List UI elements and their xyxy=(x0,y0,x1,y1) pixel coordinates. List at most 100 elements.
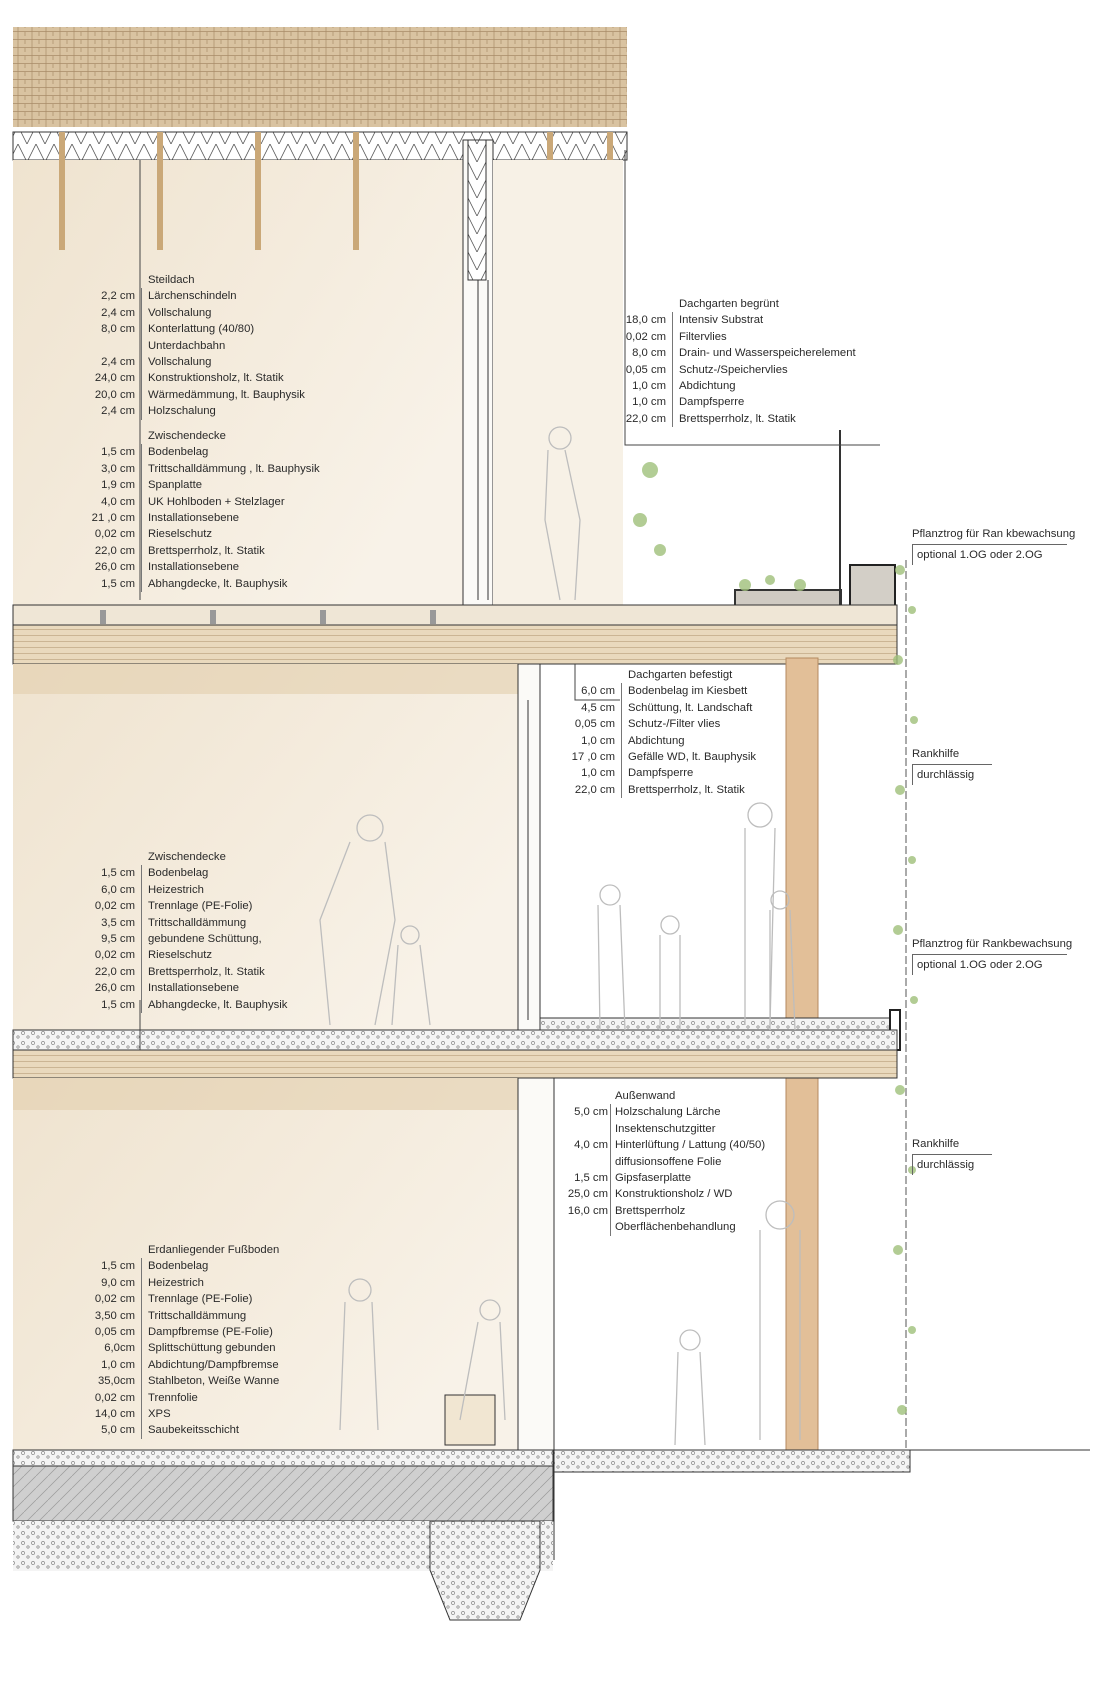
layer-material: Installationsebene xyxy=(141,980,239,997)
layer-thickness: 5,0 cm xyxy=(101,1424,135,1437)
layer-material: Brettsperrholz xyxy=(610,1202,685,1220)
layer-material: Installationsebene xyxy=(141,510,239,527)
layer-material: Schutz-/Filter vlies xyxy=(621,716,720,733)
layer-thickness: 6,0 cm xyxy=(581,685,615,698)
layer-thickness: 9,0 cm xyxy=(101,1276,135,1289)
note-subtitle: durchlässig xyxy=(912,764,992,785)
balcony-floor xyxy=(539,1017,898,1031)
layer-thickness: 22,0 cm xyxy=(94,544,135,557)
layer-thickness: 22,0 cm xyxy=(94,965,135,978)
layer-row: 6,0 cm Bodenbelag im Kiesbett xyxy=(553,683,756,700)
layer-material: Gipsfaserplatte xyxy=(610,1170,691,1187)
layer-material: Trittschalldämmung xyxy=(141,1307,246,1325)
roof-truss-layer xyxy=(12,131,628,161)
layer-row: 0,05 cm Schutz-/Filter vlies xyxy=(553,716,756,733)
people-figures xyxy=(319,426,801,1446)
layer-thickness: 6,0 cm xyxy=(101,883,135,896)
layer-thickness: 21 ,0 cm xyxy=(91,512,135,525)
layer-thickness: 26,0 cm xyxy=(94,561,135,574)
layer-thickness: 4,0 cm xyxy=(101,495,135,508)
layer-material: Bodenbelag xyxy=(141,1258,208,1275)
layer-material: Abdichtung xyxy=(621,732,685,750)
layer-material: Intensiv Substrat xyxy=(672,312,763,329)
layer-thickness: 20,0 cm xyxy=(94,388,135,401)
layer-material: Bodenbelag im Kiesbett xyxy=(621,683,747,700)
layer-row: 1,0 cm Abdichtung xyxy=(604,378,856,395)
layer-thickness: 1,0 cm xyxy=(632,380,666,393)
layer-material: Konterlattung (40/80) xyxy=(141,321,254,338)
layer-thickness: 14,0 cm xyxy=(94,1408,135,1421)
terrace-gravel xyxy=(553,1449,911,1473)
layer-thickness: 0,02 cm xyxy=(94,528,135,541)
layer-material: Brettsperrholz, lt. Statik xyxy=(621,781,745,799)
note-subtitle: optional 1.OG oder 2.OG xyxy=(912,954,1067,975)
layer-row: 35,0cm Stahlbeton, Weiße Wanne xyxy=(73,1373,279,1390)
layer-thickness: 26,0 cm xyxy=(94,982,135,995)
layer-thickness: 3,0 cm xyxy=(101,462,135,475)
legend-heading: Steildach xyxy=(148,274,195,286)
layer-row: 26,0 cm Installationsebene xyxy=(73,980,287,997)
layer-material: Trittschalldämmung , lt. Bauphysik xyxy=(141,460,320,478)
note-title: Pflanztrog für Ran kbewachsung xyxy=(912,528,1076,540)
layer-row: Oberflächenbehandlung xyxy=(548,1219,765,1236)
layer-thickness: 0,05 cm xyxy=(574,718,615,731)
layer-thickness: 1,0 cm xyxy=(581,767,615,780)
layer-thickness: 1,5 cm xyxy=(101,867,135,880)
layer-material: diffusionsoffene Folie xyxy=(610,1153,721,1171)
layer-material: Unterdachbahn xyxy=(141,337,225,355)
layer-thickness: 17 ,0 cm xyxy=(571,751,615,764)
legend-heading: Außenwand xyxy=(615,1090,676,1102)
note-title: Rankhilfe xyxy=(912,1138,960,1150)
layer-thickness: 3,50 cm xyxy=(94,1309,135,1322)
layer-material: Holzschalung Lärche xyxy=(610,1104,721,1121)
layer-thickness: 5,0 cm xyxy=(574,1106,608,1119)
note-subtitle: optional 1.OG oder 2.OG xyxy=(912,544,1067,565)
layer-thickness xyxy=(548,1154,610,1170)
legend-heading: Dachgarten befestigt xyxy=(628,669,733,681)
layer-thickness: 6,0cm xyxy=(104,1342,135,1355)
floor-slab-upper xyxy=(12,604,898,626)
layer-material: Hinterlüftung / Lattung (40/50) xyxy=(610,1137,765,1154)
attic-interior xyxy=(13,160,463,605)
layer-material: Heizestrich xyxy=(141,1274,204,1292)
layer-material: Stahlbeton, Weiße Wanne xyxy=(141,1373,279,1390)
layer-material: Dampfsperre xyxy=(672,394,744,411)
layer-material: Konstruktionsholz, lt. Statik xyxy=(141,370,284,387)
layer-material: Konstruktionsholz / WD xyxy=(610,1186,732,1203)
layer-material: Abdichtung xyxy=(672,378,736,395)
layer-material: Vollschalung xyxy=(141,354,211,371)
note-title: Pflanztrog für Rankbewachsung xyxy=(912,938,1073,950)
layer-material: Holzschalung xyxy=(141,403,216,420)
climbing-plant xyxy=(633,462,918,1415)
layer-material: Spanplatte xyxy=(141,477,202,494)
layer-thickness: 1,5 cm xyxy=(101,446,135,459)
layer-thickness: 0,02 cm xyxy=(94,1293,135,1306)
layer-thickness: 1,5 cm xyxy=(574,1172,608,1185)
note-trellis-2: Rankhilfe durchlässig xyxy=(912,1134,992,1175)
layer-thickness: 35,0cm xyxy=(97,1375,135,1388)
layer-thickness: 8,0 cm xyxy=(101,323,135,336)
